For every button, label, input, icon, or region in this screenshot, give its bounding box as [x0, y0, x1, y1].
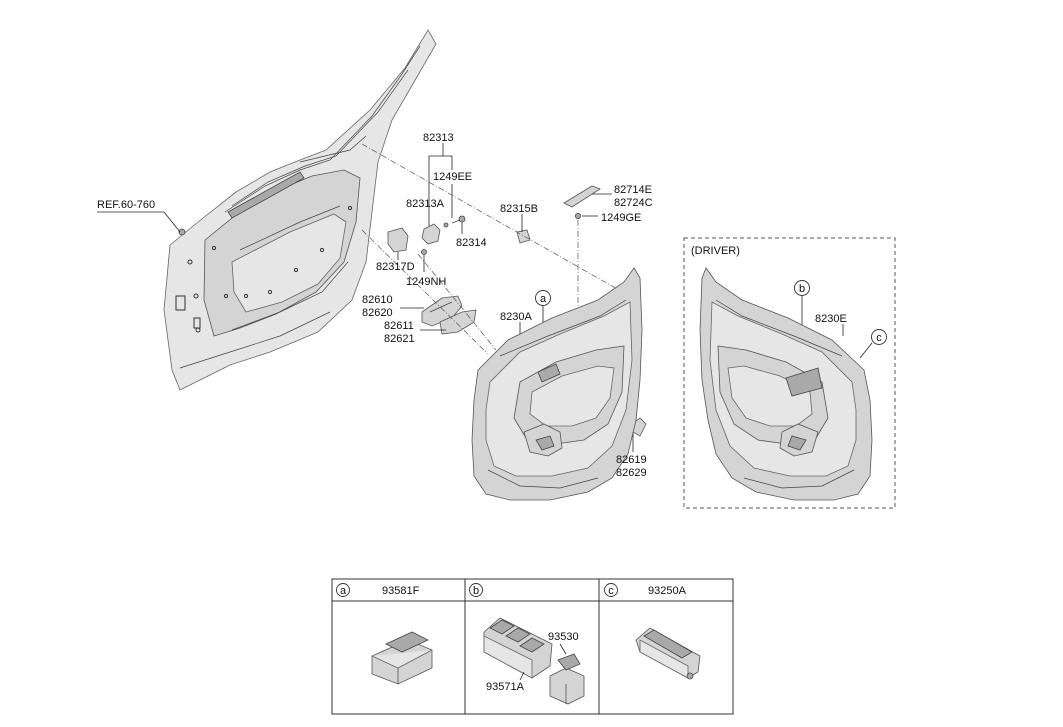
bracket-parts [387, 185, 647, 437]
callout-markers: a b c [535, 280, 887, 345]
label-82621: 82621 [384, 333, 415, 345]
table-c-letter: c [608, 585, 614, 597]
part-82313A [421, 223, 441, 245]
label-82620: 82620 [362, 307, 393, 319]
label-82629: 82629 [616, 467, 647, 479]
label-82317D: 82317D [376, 261, 415, 273]
label-82724C: 82724C [614, 197, 653, 209]
switch-93530-illustration [549, 653, 585, 705]
ref-label: REF.60-760 [97, 199, 181, 233]
table-b-part-93530: 93530 [548, 631, 579, 643]
callout-c-circle [871, 329, 887, 345]
part-1249GE [575, 212, 582, 219]
table-a-letter: a [340, 585, 347, 597]
label-82610: 82610 [362, 294, 393, 306]
label-82314: 82314 [456, 237, 487, 249]
label-1249GE: 1249GE [601, 212, 641, 224]
label-8230E: 8230E [815, 313, 847, 325]
label-1249EE: 1249EE [433, 171, 472, 183]
callout-b: b [799, 283, 805, 295]
callout-a: a [540, 293, 547, 305]
part-82714E [563, 185, 601, 208]
callout-a-circle [535, 290, 551, 306]
part-1249NH [421, 249, 427, 255]
table-border [331, 578, 734, 715]
parts-table: a 93581F b 93530 93571A c 9325 [331, 578, 734, 715]
callout-c: c [876, 332, 882, 344]
door-trim-panel-8230A [471, 267, 643, 501]
door-frame-illustration [163, 29, 437, 391]
callout-b-circle [794, 280, 810, 296]
switch-93581F-illustration [371, 631, 433, 685]
table-b-letter: b [473, 585, 479, 597]
part-82315B [516, 229, 531, 244]
ref-text: REF.60-760 [97, 199, 155, 211]
table-a-part: 93581F [382, 585, 420, 597]
table-c-part: 93250A [648, 585, 687, 597]
driver-variant-box [683, 237, 896, 509]
ref-leader [163, 211, 181, 233]
table-b-circle [469, 583, 483, 597]
label-82313: 82313 [423, 132, 454, 144]
label-82611: 82611 [384, 320, 414, 332]
table-c-circle [604, 583, 618, 597]
module-93250A-illustration [635, 627, 701, 680]
label-8230A: 8230A [500, 311, 532, 323]
part-82610 [421, 295, 463, 327]
part-82611 [439, 309, 477, 335]
table-b-part-93571A: 93571A [486, 681, 525, 693]
driver-label: (DRIVER) [691, 245, 740, 257]
part-82314 [458, 215, 466, 223]
door-trim-panel-8230E [699, 267, 873, 501]
label-82619: 82619 [616, 454, 647, 466]
table-a-circle [336, 583, 350, 597]
part-82317D [387, 227, 409, 253]
switch-93571A-illustration [483, 617, 553, 679]
label-82714E: 82714E [614, 184, 652, 196]
part-labels: 82313 1249EE 82313A 82314 82317D 1249NH … [362, 132, 847, 479]
label-1249NH: 1249NH [406, 276, 446, 288]
label-82313A: 82313A [406, 198, 445, 210]
label-82315B: 82315B [500, 203, 538, 215]
